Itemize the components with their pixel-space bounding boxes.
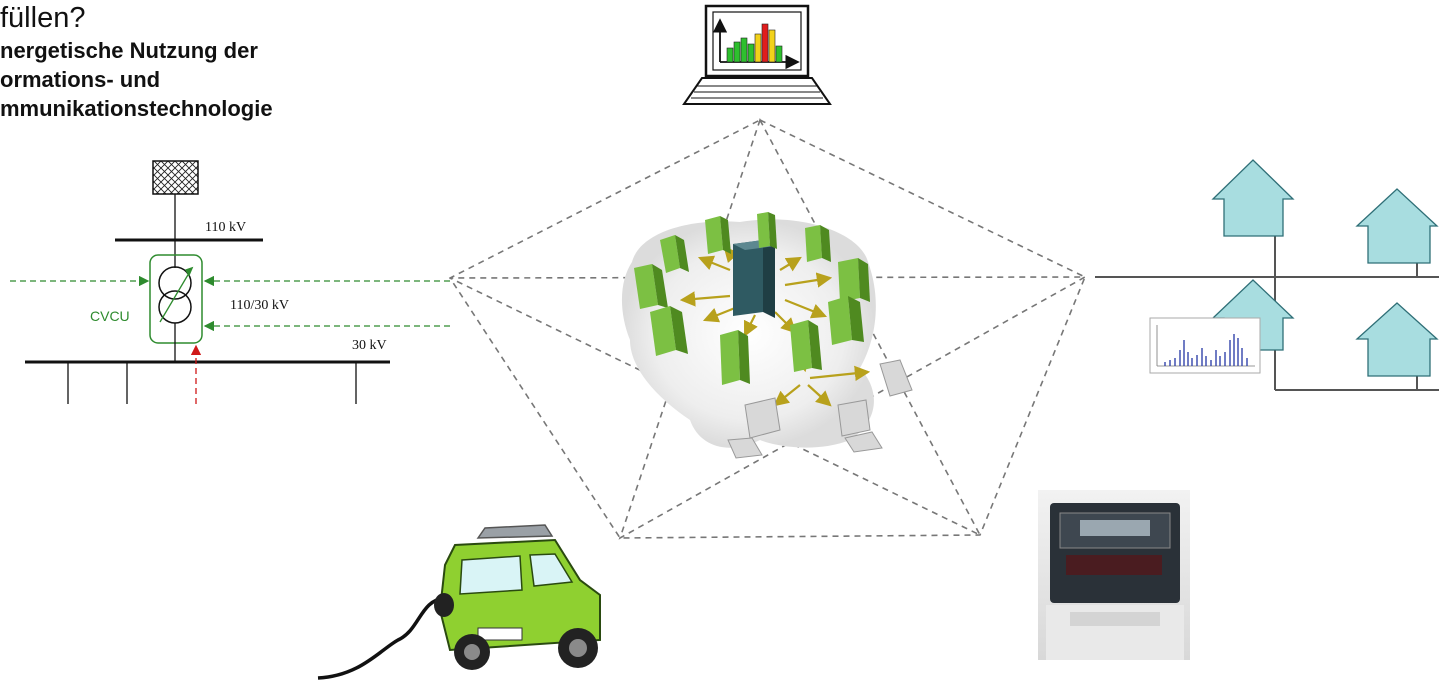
cvcu-controller-box xyxy=(149,254,203,344)
subtitle-line-2: ormations- und xyxy=(0,67,161,92)
client-server xyxy=(720,330,750,385)
client-laptop xyxy=(879,359,913,397)
client-server xyxy=(838,258,870,302)
client-laptops xyxy=(727,359,913,459)
pentagon-outline xyxy=(448,119,1087,539)
control-signals xyxy=(10,275,450,332)
house-icon xyxy=(1355,188,1439,264)
laptop-monitoring-icon xyxy=(682,4,832,105)
transformer-symbol xyxy=(158,266,194,324)
client-servers xyxy=(634,212,870,385)
subtitle-line-1: nergetische Nutzung der xyxy=(0,38,258,63)
cvcu-label: CVCU xyxy=(90,308,130,324)
client-server xyxy=(757,212,777,249)
client-laptop xyxy=(744,397,781,439)
smart-meter-icon xyxy=(1038,490,1190,660)
grid-connection-icon xyxy=(152,160,199,195)
load-profile-chart xyxy=(1149,317,1261,374)
client-laptop xyxy=(844,431,883,453)
server-cluster xyxy=(621,212,913,459)
main-server-tower xyxy=(733,240,775,318)
house-icon xyxy=(1355,302,1439,377)
client-server xyxy=(805,225,831,262)
client-server xyxy=(790,320,822,372)
electric-vehicle-icon xyxy=(317,524,601,680)
charging-cable xyxy=(317,596,446,680)
client-server xyxy=(828,296,864,345)
subtitle-line-3: mmunikationstechnologie xyxy=(0,96,273,121)
slide-title: füllen? xyxy=(0,2,86,34)
voltage-110-30kv-label: 110/30 kV xyxy=(230,298,289,313)
client-laptop xyxy=(727,437,763,459)
voltage-110kv-label: 110 kV xyxy=(205,220,247,235)
client-server xyxy=(634,264,668,309)
data-flow-arrows xyxy=(679,242,871,407)
house-icon xyxy=(1211,159,1295,237)
slide-subtitle: nergetische Nutzung der ormations- und m… xyxy=(0,36,420,123)
residential-grid xyxy=(1095,159,1439,391)
client-server xyxy=(660,235,689,273)
client-server xyxy=(650,306,688,356)
substation-diagram xyxy=(10,160,450,404)
client-server xyxy=(705,216,731,254)
client-laptop xyxy=(837,399,871,437)
laptop-bar-chart xyxy=(726,23,783,63)
voltage-30kv-label: 30 kV xyxy=(352,338,387,353)
